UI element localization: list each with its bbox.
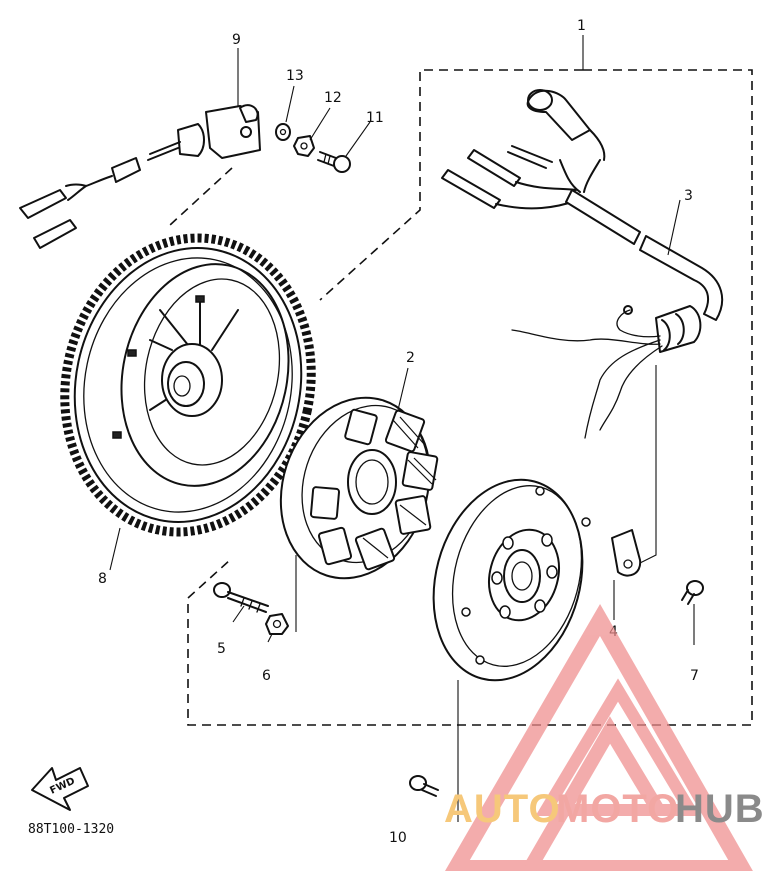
wire-harness — [441, 89, 724, 439]
bolt-11 — [317, 151, 351, 173]
diagram-code: 88T100-1320 — [28, 822, 114, 837]
assembly-boundary — [169, 69, 753, 726]
base-plate — [432, 478, 591, 682]
watermark-auto: AUTO — [444, 787, 561, 831]
watermark-logo — [445, 603, 753, 871]
callout-10: 10 — [389, 830, 407, 846]
washer-12 — [293, 135, 315, 157]
watermark-text: AUTO MOTO HUB — [444, 787, 765, 831]
watermark-moto: MOTO — [556, 787, 679, 831]
callout-12: 12 — [324, 90, 342, 106]
screw-5 — [213, 582, 269, 613]
watermark-hub: HUB — [675, 787, 765, 831]
callout-13: 13 — [286, 68, 304, 84]
callout-11: 11 — [366, 110, 384, 126]
callout-7: 7 — [690, 668, 699, 684]
callout-6: 6 — [262, 668, 271, 684]
callout-8: 8 — [98, 571, 107, 587]
washer-13 — [275, 123, 291, 141]
pickup-coil — [19, 104, 261, 249]
callout-5: 5 — [217, 641, 226, 657]
fwd-arrow: FWD — [31, 767, 89, 811]
lead-clamp — [611, 529, 642, 577]
callout-3: 3 — [684, 188, 693, 204]
flywheel-rotor — [60, 233, 316, 537]
leader-lines — [109, 35, 695, 822]
screw-7 — [681, 580, 704, 605]
washer-6 — [265, 613, 289, 635]
callout-1: 1 — [577, 18, 586, 34]
screw-10 — [409, 775, 439, 797]
stator-coil — [279, 396, 439, 580]
callout-9: 9 — [232, 32, 241, 48]
callout-2: 2 — [406, 350, 415, 366]
